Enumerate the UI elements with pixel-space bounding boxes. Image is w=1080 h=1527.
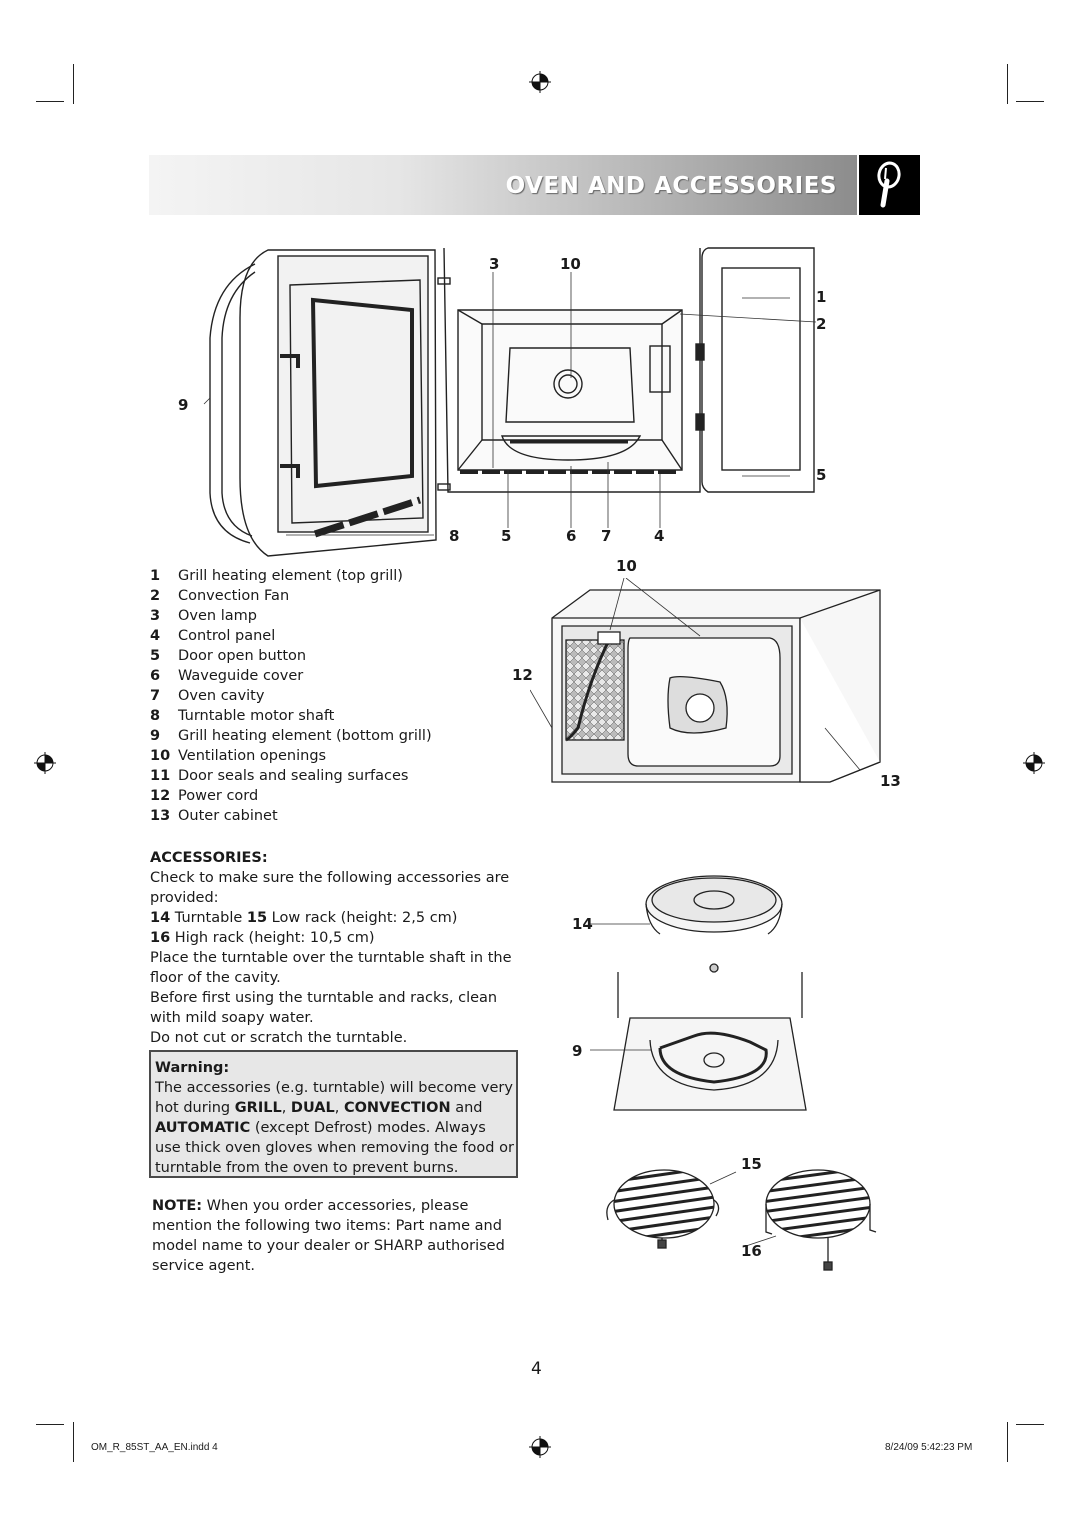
warning-heading: Warning: bbox=[155, 1060, 230, 1076]
magnifier-icon bbox=[877, 161, 901, 208]
crop-mark bbox=[36, 1424, 64, 1425]
outer-cabinet-illustration bbox=[530, 578, 881, 783]
registration-mark-icon bbox=[1023, 752, 1045, 774]
callout-number: 9 bbox=[178, 396, 189, 414]
section-title: OVEN AND ACCESSORIES bbox=[505, 173, 837, 199]
callout-number: 16 bbox=[741, 1242, 762, 1260]
crop-mark bbox=[73, 1422, 74, 1462]
registration-mark-icon bbox=[34, 752, 56, 774]
callout-number: 10 bbox=[616, 557, 637, 575]
callout-number: 15 bbox=[741, 1155, 762, 1173]
callout-number: 9 bbox=[572, 1042, 583, 1060]
callout-number: 7 bbox=[601, 527, 612, 545]
callout-number: 8 bbox=[449, 527, 460, 545]
callout-number: 5 bbox=[501, 527, 512, 545]
registration-mark-icon bbox=[529, 71, 551, 93]
callout-number: 3 bbox=[489, 255, 500, 273]
callout-number: 5 bbox=[816, 466, 827, 484]
footer-timestamp: 8/24/09 5:42:23 PM bbox=[885, 1442, 973, 1453]
note-label: NOTE: bbox=[152, 1198, 203, 1214]
accessories-paragraph: Do not cut or scratch the turntable. bbox=[150, 1030, 408, 1046]
open-oven-illustration bbox=[203, 247, 817, 557]
footer-file-name: OM_R_85ST_AA_EN.indd 4 bbox=[91, 1442, 218, 1453]
accessories-paragraph: Before first using the turntable and rac… bbox=[150, 990, 498, 1026]
note-paragraph: NOTE: When you order accessories, please… bbox=[152, 1198, 505, 1274]
accessories-intro: Check to make sure the following accesso… bbox=[150, 870, 510, 906]
section-header-bar: OVEN AND ACCESSORIES bbox=[149, 155, 857, 215]
turntable-illustration bbox=[590, 875, 807, 1111]
crop-mark bbox=[36, 101, 64, 102]
accessories-line: 16 High rack (height: 10,5 cm) bbox=[150, 930, 375, 946]
header-icon-box bbox=[859, 155, 920, 215]
accessories-section: ACCESSORIES: Check to make sure the foll… bbox=[150, 848, 520, 1048]
accessories-heading: ACCESSORIES: bbox=[150, 850, 268, 866]
crop-mark bbox=[73, 64, 74, 104]
crop-mark bbox=[1007, 64, 1008, 104]
warning-box: Warning: The accessories (e.g. turntable… bbox=[149, 1050, 518, 1178]
registration-mark-icon bbox=[529, 1436, 551, 1458]
callout-number: 4 bbox=[654, 527, 665, 545]
warning-text: The accessories (e.g. turntable) will be… bbox=[155, 1080, 514, 1176]
callout-number: 6 bbox=[566, 527, 577, 545]
callout-number: 12 bbox=[512, 666, 533, 684]
callout-number: 1 bbox=[816, 288, 827, 306]
callout-number: 14 bbox=[572, 915, 593, 933]
callout-number: 2 bbox=[816, 315, 827, 333]
accessories-line: 14 Turntable 15 Low rack (height: 2,5 cm… bbox=[150, 910, 458, 926]
accessories-paragraph: Place the turntable over the turntable s… bbox=[150, 950, 512, 986]
racks-illustration bbox=[606, 1169, 877, 1271]
callout-number: 13 bbox=[880, 772, 901, 790]
crop-mark bbox=[1016, 1424, 1044, 1425]
callout-number: 10 bbox=[560, 255, 581, 273]
page-number: 4 bbox=[531, 1359, 542, 1379]
crop-mark bbox=[1016, 101, 1044, 102]
crop-mark bbox=[1007, 1422, 1008, 1462]
